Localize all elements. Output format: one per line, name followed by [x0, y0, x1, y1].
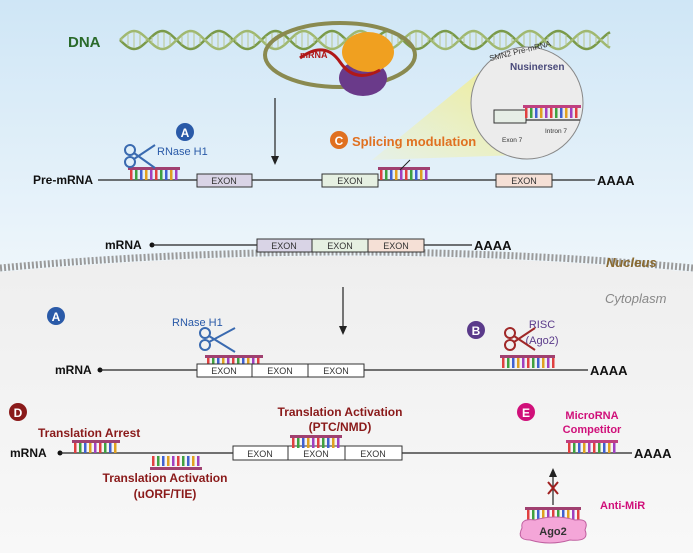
exon-box: EXON	[196, 173, 253, 188]
svg-text:EXON: EXON	[211, 366, 237, 376]
mrna-label: mRNA	[105, 238, 142, 252]
antisense-oligo-icon	[523, 105, 581, 118]
svg-text:EXON: EXON	[327, 241, 353, 251]
badge-d	[9, 403, 27, 421]
exon-box: EXON	[321, 173, 379, 188]
mrna-strand	[299, 48, 381, 77]
badge-b-letter: B	[472, 324, 481, 338]
ago2-protein-icon	[519, 516, 587, 544]
cytoplasm-label: Cytoplasm	[605, 291, 667, 306]
svg-text:EXON: EXON	[267, 366, 293, 376]
badge-a	[176, 123, 194, 141]
svg-text:EXON: EXON	[323, 366, 349, 376]
badge-a	[47, 307, 65, 325]
exon-box: EXON	[367, 238, 425, 253]
poly-a-tail: AAAA	[590, 363, 628, 378]
badge-c	[330, 131, 348, 149]
risc-label: RISC	[529, 319, 555, 331]
scissors-icon	[124, 144, 156, 169]
badge-d-letter: D	[14, 406, 23, 420]
dna-label: DNA	[68, 34, 101, 51]
pointer-line	[399, 159, 411, 171]
transcription-loop	[263, 21, 417, 89]
exon-box: EXON	[251, 363, 309, 378]
translation-arrest-label: Translation Arrest	[38, 426, 140, 440]
exon-box: EXON	[495, 173, 553, 188]
rnase-h1-label: RNase H1	[157, 146, 208, 158]
ribosome-mrna-label: mRNA	[300, 50, 328, 60]
ago2-label: Ago2	[539, 526, 567, 538]
exon-box: EXON	[232, 445, 289, 461]
antisense-oligo-icon	[72, 440, 120, 453]
badge-a-letter: A	[181, 126, 190, 140]
antisense-oligo-icon	[205, 355, 263, 368]
competitor-label: Competitor	[563, 424, 622, 436]
arrow-head	[339, 326, 347, 335]
svg-text:EXON: EXON	[511, 176, 537, 186]
splicing-modulation-label: Splicing modulation	[352, 134, 476, 149]
badge-e	[517, 403, 535, 421]
svg-text:EXON: EXON	[360, 449, 386, 459]
inset-exon-label: Exon 7	[502, 137, 523, 144]
scissors-icon	[504, 327, 536, 351]
microrna-label: MicroRNA	[565, 410, 618, 422]
svg-text:EXON: EXON	[271, 241, 297, 251]
inset-intron-label: Intron 7	[545, 128, 567, 135]
inset-exon-box	[493, 109, 527, 124]
ptc-label: Translation Activation	[278, 405, 403, 419]
pre-mrna-label: Pre-mRNA	[33, 173, 93, 187]
exon-box: EXON	[256, 238, 313, 253]
anti-mir-label: Anti-MiR	[600, 500, 645, 512]
mrna-label: mRNA	[55, 363, 92, 377]
badge-a-letter: A	[52, 310, 61, 324]
uorf-label: Translation Activation	[103, 471, 228, 485]
exon-box: EXON	[307, 363, 365, 378]
exon-box: EXON	[196, 363, 253, 378]
antisense-oligo-icon	[566, 440, 618, 453]
svg-text:EXON: EXON	[303, 449, 329, 459]
exon-box: EXON	[311, 238, 369, 253]
antisense-oligo-icon	[500, 355, 555, 368]
badge-b	[467, 321, 485, 339]
svg-text:EXON: EXON	[247, 449, 273, 459]
badge-e-letter: E	[522, 406, 530, 420]
ptc-sub-label: (PTC/NMD)	[309, 420, 372, 434]
poly-a-tail: AAAA	[634, 446, 672, 461]
inset-magnifier	[470, 46, 584, 160]
block-x-icon	[547, 481, 559, 495]
svg-text:EXON: EXON	[383, 241, 409, 251]
svg-text:EXON: EXON	[337, 176, 363, 186]
rnase-h1-label: RNase H1	[172, 317, 223, 329]
ago2-label: (Ago2)	[525, 335, 558, 347]
poly-a-tail: AAAA	[597, 173, 635, 188]
svg-text:EXON: EXON	[211, 176, 237, 186]
mrna-label: mRNA	[10, 446, 47, 460]
inset-drug-label: Nusinersen	[510, 62, 564, 73]
arrow-head	[271, 156, 279, 165]
antisense-oligo-icon	[378, 167, 430, 180]
uorf-sub-label: (uORF/TIE)	[134, 487, 197, 501]
badge-c-letter: C	[335, 134, 344, 148]
polymerase-icon	[342, 32, 394, 72]
antisense-oligo-icon	[290, 435, 342, 448]
arrow-head	[549, 468, 557, 477]
antisense-oligo-icon	[150, 456, 202, 470]
scissors-icon	[199, 327, 236, 353]
poly-a-tail: AAAA	[474, 238, 512, 253]
exon-box: EXON	[287, 445, 346, 461]
exon-box: EXON	[344, 445, 403, 461]
nucleus-label: Nucleus	[606, 255, 657, 270]
